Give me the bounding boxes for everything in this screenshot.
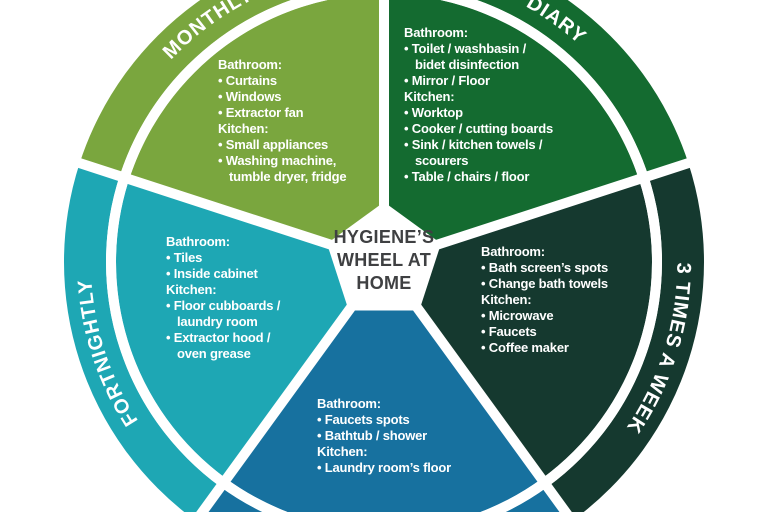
gap-ring [106, 0, 662, 512]
center-title-line: HOME [356, 273, 412, 293]
center-pentagon [326, 202, 442, 311]
wheel-center-title: HYGIENE’S WHEEL AT HOME [299, 226, 469, 295]
center-title-line: WHEEL AT [336, 250, 432, 270]
segment-wedge-weekly [226, 262, 542, 512]
segment-wedge-three_times_a_week [384, 179, 652, 479]
segment-band-monthly [79, 0, 292, 177]
center-title-line: HYGIENE’S [333, 227, 435, 247]
segment-band-daily [476, 0, 689, 177]
segment-wedge-fortnightly [116, 179, 384, 479]
segment-band-fortnightly [64, 163, 221, 512]
segment-band-weekly [202, 486, 566, 512]
segment-band-three_times_a_week [547, 163, 704, 512]
